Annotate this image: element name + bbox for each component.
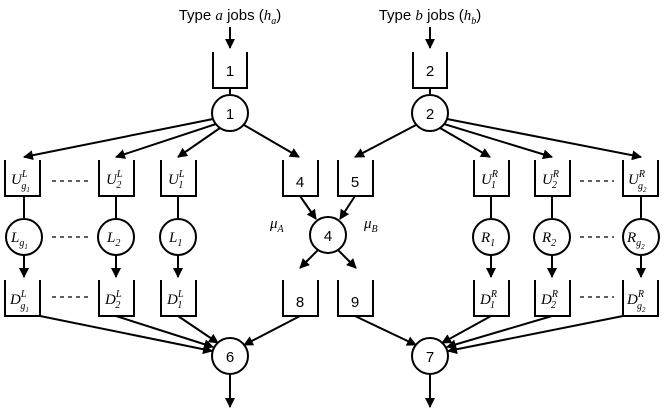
edge-b4-s4 bbox=[299, 195, 317, 220]
buffer-1-label: 1 bbox=[226, 63, 234, 80]
buffer-4-label: 4 bbox=[296, 174, 304, 191]
edge-s2-UR-1 bbox=[439, 127, 491, 158]
buffer-8 bbox=[282, 280, 319, 317]
buffer-UL-g1 bbox=[4, 160, 41, 197]
edge-DL-g1-s6 bbox=[39, 315, 213, 355]
server-L-2 bbox=[97, 218, 135, 256]
edge-s4-b8 bbox=[299, 249, 319, 269]
type-b-header: Type b jobs (hb) bbox=[379, 7, 482, 27]
edge-DR-2-s7 bbox=[446, 315, 553, 350]
edge-b9-s7 bbox=[354, 315, 417, 346]
edge-s1-UL-g1 bbox=[23, 118, 214, 161]
edge-s2-UR-g2 bbox=[446, 118, 642, 161]
buffer-5 bbox=[337, 160, 374, 197]
edge-DR-1-s7 bbox=[441, 315, 492, 344]
server-4 bbox=[309, 216, 347, 254]
buffer-DR-g2 bbox=[622, 280, 659, 317]
buffer-DL-g1 bbox=[4, 280, 41, 317]
edge-b5-s4 bbox=[339, 195, 356, 220]
edge-s2-UR-2 bbox=[443, 123, 553, 160]
edge-s1-UL-2 bbox=[115, 123, 217, 159]
buffer-DR-2 bbox=[534, 280, 571, 317]
server-2 bbox=[411, 94, 449, 132]
server-R-2 bbox=[533, 218, 571, 256]
edge-DR-g2-s7 bbox=[447, 315, 624, 355]
server-R-1 bbox=[472, 218, 510, 256]
server-7-label: 7 bbox=[426, 349, 434, 366]
edge-s4-b9 bbox=[337, 249, 357, 269]
edge-DL-2-s6 bbox=[115, 315, 214, 350]
edge-s2-b5 bbox=[354, 124, 417, 158]
server-6-label: 6 bbox=[226, 349, 234, 366]
rate-mu-B: μB bbox=[363, 216, 378, 235]
rate-mu-A: μA bbox=[269, 216, 285, 235]
edge-b8-s6 bbox=[243, 315, 301, 346]
server-1 bbox=[211, 94, 249, 132]
edge-DL-1-s6 bbox=[177, 315, 219, 344]
edge-s1-b4 bbox=[243, 124, 300, 158]
buffer-2-label: 2 bbox=[426, 63, 434, 80]
buffer-9-label: 9 bbox=[351, 294, 359, 311]
type-a-header: Type a jobs (ha) bbox=[179, 7, 282, 27]
server-1-label: 1 bbox=[226, 106, 234, 123]
buffer-5-label: 5 bbox=[351, 174, 359, 191]
buffer-8-label: 8 bbox=[296, 294, 304, 311]
server-L-1 bbox=[159, 218, 197, 256]
buffer-DR-1 bbox=[473, 280, 510, 317]
edge-s1-UL-1 bbox=[177, 127, 221, 158]
server-2-label: 2 bbox=[426, 106, 434, 123]
server-4-label: 4 bbox=[324, 228, 332, 245]
